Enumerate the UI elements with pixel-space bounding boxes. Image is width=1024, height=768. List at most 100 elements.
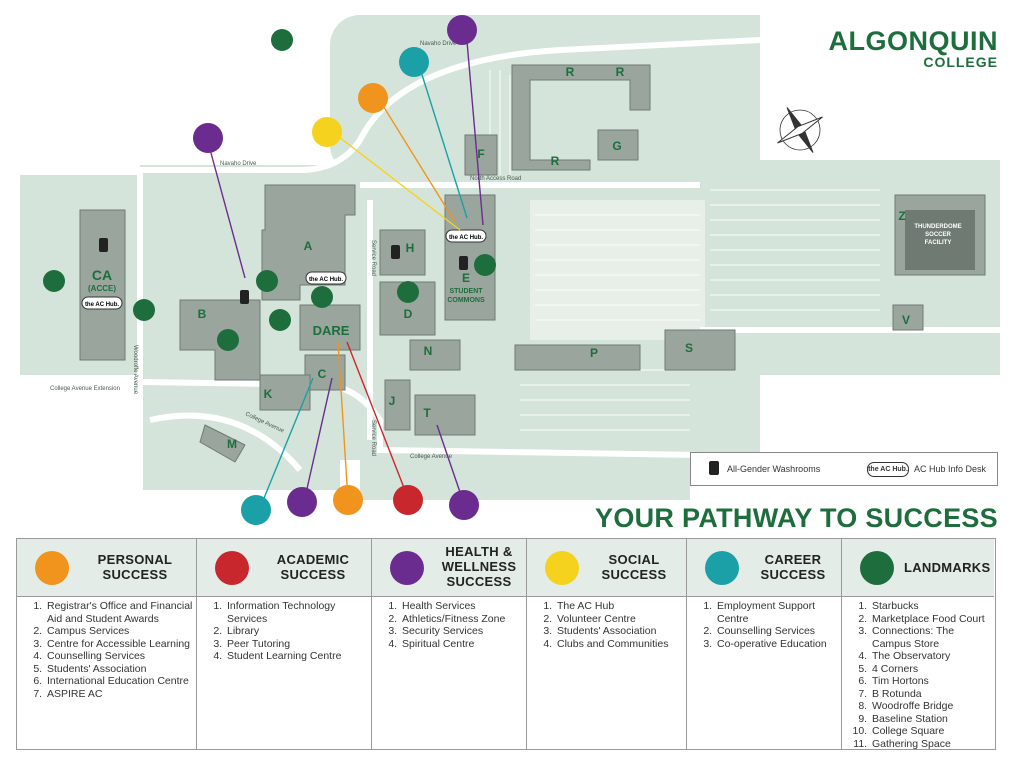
legend-title: WELLNESS — [441, 559, 517, 574]
ac-hub-badge-label: the AC Hub. — [85, 302, 119, 308]
legend-item: Gathering Space — [870, 738, 994, 751]
legend-item: Athletics/Fitness Zone — [400, 613, 526, 626]
landmark-pin — [43, 270, 65, 292]
construction-worker-icon — [35, 551, 69, 585]
building-label: DARE — [313, 323, 350, 338]
street-label: Service Road — [370, 240, 376, 276]
building-g — [597, 129, 639, 161]
service-markers[interactable] — [193, 15, 479, 525]
ac-hub-badge — [305, 271, 347, 285]
building-h — [379, 229, 426, 276]
legend-title: LANDMARKS — [904, 560, 991, 575]
building-label: (ACCE) — [88, 284, 116, 293]
building-n — [409, 339, 461, 371]
building-label: S — [685, 341, 693, 355]
legend-item: Security Services — [400, 625, 526, 638]
compass-rose-icon — [777, 107, 823, 153]
building-p — [514, 344, 641, 371]
building-k — [259, 374, 311, 411]
legend-item: Information Technology Services — [225, 600, 371, 625]
landmark-pin — [271, 29, 293, 51]
social-marker — [312, 117, 342, 147]
graduation-cap-icon — [705, 551, 739, 585]
building-label: G — [612, 139, 621, 153]
health-marker — [449, 490, 479, 520]
legend-item: International Education Centre — [45, 675, 196, 688]
street-label: College Avenue Extension — [50, 386, 120, 392]
ac-hub-badge-label: the AC Hub. — [309, 277, 343, 283]
ac-hub-badge — [445, 229, 487, 243]
building-r — [511, 64, 651, 171]
legend-item: Counselling Services — [45, 650, 196, 663]
building-s — [664, 329, 736, 371]
map-key: All-Gender Washrooms the AC Hub. AC Hub … — [690, 452, 998, 486]
building-label: STUDENT — [449, 288, 483, 295]
legend-item: Connections: The Campus Store — [870, 625, 994, 650]
legend-item: Students' Association — [45, 663, 196, 676]
building-label: N — [424, 344, 433, 358]
legend-item: Registrar's Office and Financial Aid and… — [45, 600, 196, 625]
street-label: North Access Road — [470, 176, 521, 182]
legend-item: Marketplace Food Court — [870, 613, 994, 626]
landmark-pins[interactable] — [43, 29, 496, 351]
washroom-icon — [99, 238, 108, 252]
building-label: D — [404, 307, 413, 321]
legend-item: Health Services — [400, 600, 526, 613]
legend-title: PERSONAL — [97, 552, 173, 567]
legend-item: ASPIRE AC — [45, 688, 196, 701]
legend-title: SUCCESS — [102, 567, 168, 582]
academic-marker — [393, 485, 423, 515]
landmark-pin — [269, 309, 291, 331]
building-label: F — [477, 147, 484, 161]
legend-title: ACADEMIC — [276, 552, 350, 567]
building-label: V — [902, 313, 910, 327]
hub-key-label: AC Hub Info Desk — [914, 464, 987, 474]
legend-item: Clubs and Communities — [555, 638, 686, 651]
building-label: B — [198, 307, 207, 321]
legend-title: HEALTH & — [445, 544, 513, 559]
logo-line1: ALGONQUIN — [828, 26, 998, 56]
legend-col-landmarks: LANDMARKS Starbucks Marketplace Food Cou… — [842, 539, 994, 751]
brain-icon — [215, 551, 249, 585]
building-label: H — [406, 241, 415, 255]
building-label: E — [462, 271, 470, 285]
building-m — [199, 424, 246, 463]
legend-title: SOCIAL — [608, 552, 660, 567]
building-label: FACILITY — [925, 240, 952, 246]
building-t — [414, 394, 476, 436]
landmark-pin — [217, 329, 239, 351]
building-ca — [79, 209, 126, 361]
personal-marker — [333, 485, 363, 515]
legend-title: CAREER — [764, 552, 822, 567]
washroom-key-label: All-Gender Washrooms — [727, 464, 821, 474]
legend-item: Campus Services — [45, 625, 196, 638]
legend-item: B Rotunda — [870, 688, 994, 701]
building-label: A — [304, 239, 313, 253]
washroom-icon — [709, 461, 719, 475]
building-d — [379, 281, 436, 336]
legend-title: SUCCESS — [760, 567, 826, 582]
legend-item: Woodroffe Bridge — [870, 700, 994, 713]
building-label: R — [566, 65, 575, 79]
legend-title: SUCCESS — [446, 574, 512, 589]
building-f — [464, 134, 498, 176]
building-label: P — [590, 346, 598, 360]
street-label: Woodroffe Avenue — [132, 345, 138, 395]
building-j — [384, 379, 411, 431]
speech-bubble-icon — [545, 551, 579, 585]
legend-item: The Observatory — [870, 650, 994, 663]
location-pin-icon — [860, 551, 894, 585]
building-dare — [299, 304, 361, 351]
building-v — [892, 304, 924, 331]
heartbeat-icon — [390, 551, 424, 585]
legend-item: College Square — [870, 725, 994, 738]
roads — [19, 37, 1000, 500]
ac-hub-badge-label: the AC Hub. — [449, 235, 483, 241]
health-marker — [287, 487, 317, 517]
career-marker — [399, 47, 429, 77]
legend-title: SUCCESS — [280, 567, 346, 582]
legend-item: Tim Hortons — [870, 675, 994, 688]
